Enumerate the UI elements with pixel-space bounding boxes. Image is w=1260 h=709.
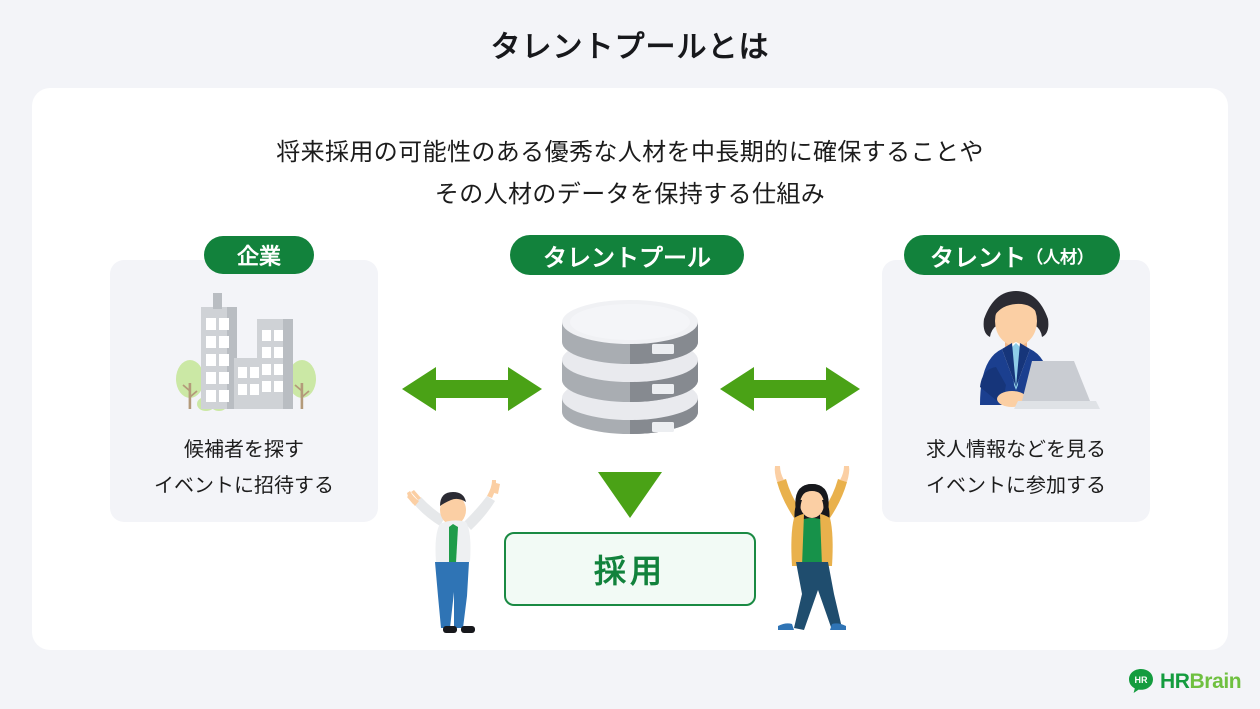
company-caption-line-2: イベントに招待する [154,475,334,497]
label-talent: タレント（人材） [904,235,1120,275]
hrbrain-logo-wordmark: HRBrain [1160,669,1242,693]
hire-result-label: 採用 [593,553,666,589]
company-card-caption: 候補者を探す イベントに招待する [110,432,378,504]
description-line-2: その人材のデータを保持する仕組み [434,181,826,208]
hrbrain-logo-mark-icon: HR [1128,668,1154,694]
talent-card: 求人情報などを見る イベントに参加する [882,260,1150,522]
arrow-company-to-pool [402,362,542,416]
hire-result-box: 採用 [504,532,756,606]
label-company-text: 企業 [236,244,281,269]
hrbrain-logo-mark-text: HR [1135,675,1148,685]
label-company: 企業 [204,236,314,274]
description-block: 将来採用の可能性のある優秀な人材を中長期的に確保することや その人材のデータを保… [32,132,1228,216]
label-talent-pool-text: タレントプール [543,244,711,272]
arrow-down-to-hire [598,472,662,518]
page-title: タレントプールとは [490,31,770,64]
celebrating-woman-illustration [760,456,864,638]
label-talent-sub-text: （人材） [1026,247,1094,267]
company-card: 候補者を探す イベントに招待する [110,260,378,522]
description-line-1: 将来採用の可能性のある優秀な人材を中長期的に確保することや [276,139,984,166]
label-talent-pool: タレントプール [510,235,744,275]
celebrating-man-illustration [400,466,506,638]
database-cylinder-icon [554,294,706,456]
company-caption-line-1: 候補者を探す [184,439,304,461]
hrbrain-logo: HR HRBrain [1128,666,1244,696]
businessman-laptop-icon [882,280,1150,420]
hrbrain-logo-hr: HR [1160,669,1190,693]
talent-caption-line-2: イベントに参加する [926,475,1106,497]
main-panel: 将来採用の可能性のある優秀な人材を中長期的に確保することや その人材のデータを保… [32,88,1228,650]
office-buildings-icon [110,280,378,420]
talent-card-caption: 求人情報などを見る イベントに参加する [882,432,1150,504]
arrow-pool-to-talent [720,362,860,416]
label-talent-main-text: タレント [930,244,1026,272]
talent-caption-line-1: 求人情報などを見る [926,439,1106,461]
hrbrain-logo-brain: Brain [1189,669,1242,693]
